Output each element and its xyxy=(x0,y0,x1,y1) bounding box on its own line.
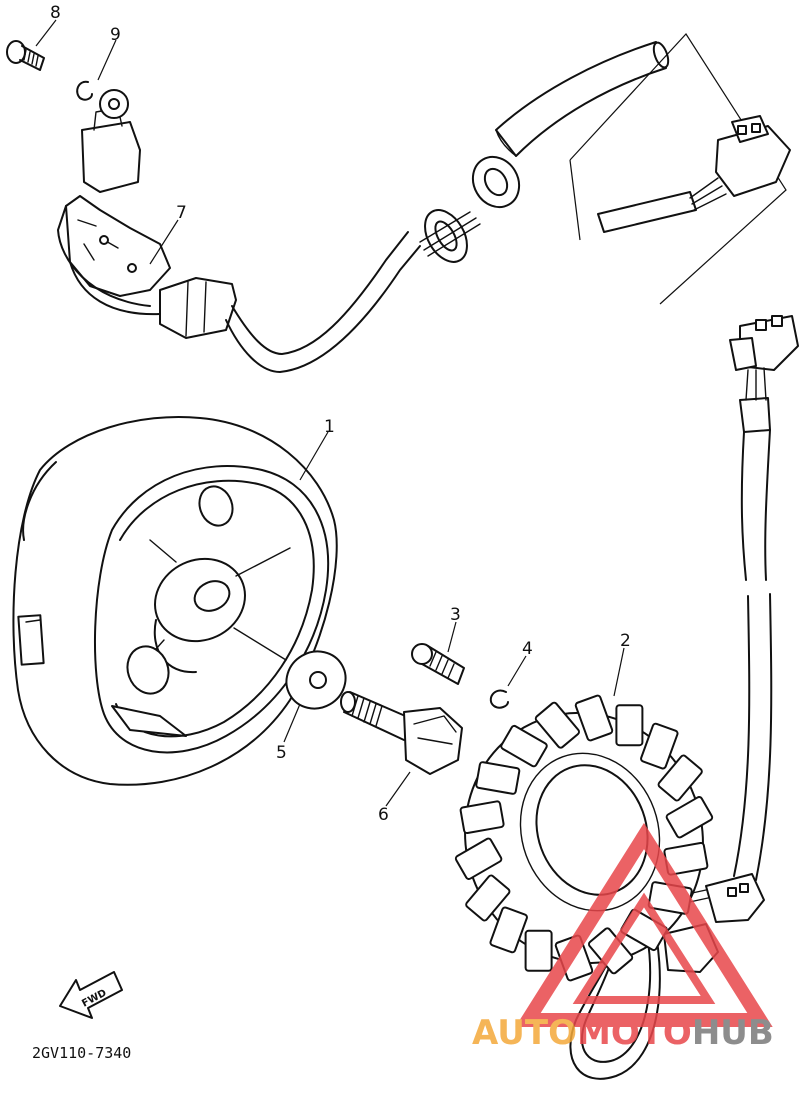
watermark-text: AUTOMOTOHUB xyxy=(472,1013,774,1053)
callout-5: 5 xyxy=(276,743,287,763)
watermark-logo: AUTOMOTOHUB xyxy=(472,822,774,1053)
stator-pole xyxy=(640,722,679,770)
stator-pole xyxy=(489,906,528,954)
callout-9: 9 xyxy=(110,25,121,45)
watermark-auto: AUTO xyxy=(472,1013,577,1053)
fwd-arrow: FWD xyxy=(59,971,123,1019)
rotor-bolt xyxy=(340,691,463,775)
stator-pole xyxy=(459,800,505,835)
callout-4: 4 xyxy=(522,639,533,659)
stator-pole xyxy=(524,929,553,972)
callout-3: 3 xyxy=(450,605,461,625)
stator-pole xyxy=(475,761,521,795)
callout-7: 7 xyxy=(176,203,187,223)
watermark-hub: HUB xyxy=(692,1013,774,1053)
stator-pole xyxy=(534,701,580,749)
stator-clip xyxy=(489,689,509,709)
stator-pole xyxy=(665,796,714,839)
stator-pole xyxy=(454,837,503,880)
pickup-screw xyxy=(6,40,45,71)
stator-pole xyxy=(500,724,548,768)
stator-pole xyxy=(465,874,511,922)
pickup-clip xyxy=(76,80,93,101)
callout-8: 8 xyxy=(50,3,61,23)
callout-leaders xyxy=(35,19,625,807)
callout-6: 6 xyxy=(378,805,389,825)
flywheel-rotor xyxy=(12,415,338,786)
callout-2: 2 xyxy=(620,631,631,651)
stator-pole xyxy=(615,704,644,747)
stator-pole xyxy=(574,694,614,742)
callout-1: 1 xyxy=(324,417,335,437)
pickup-coil-assembly xyxy=(6,33,791,373)
diagram-code: 2GV110-7340 xyxy=(32,1044,131,1062)
stator-pole xyxy=(657,754,703,802)
stator-screw xyxy=(411,643,465,685)
washer xyxy=(285,650,347,710)
watermark-moto: MOTO xyxy=(577,1013,692,1053)
